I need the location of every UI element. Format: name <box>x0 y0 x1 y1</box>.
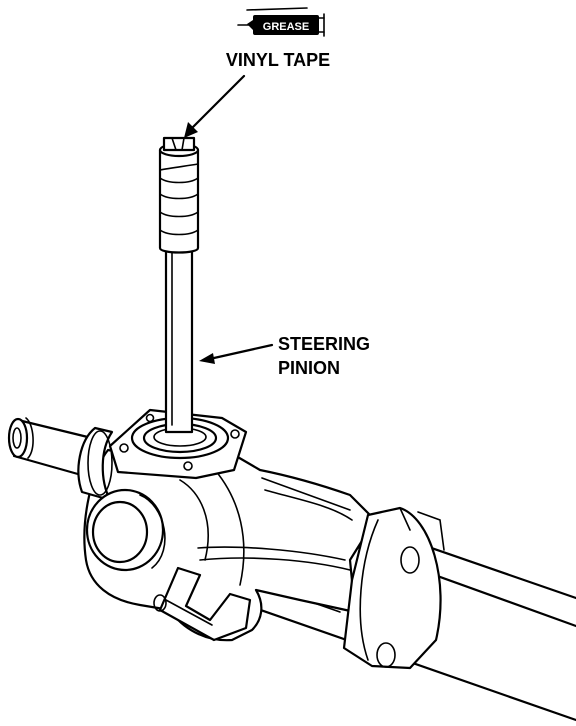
right-clamp <box>342 506 445 670</box>
pinion-flange <box>108 408 248 480</box>
vinyl-tape-wrap <box>158 142 200 254</box>
vinyl-tape-label: VINYL TAPE <box>226 50 330 70</box>
grease-tube-icon <box>237 7 325 37</box>
steering-pinion-label-line2: PINION <box>278 358 340 378</box>
grease-label: GREASE <box>263 21 309 33</box>
gearbox-housing <box>83 448 377 642</box>
side-port-boss <box>85 488 166 572</box>
steering-pinion-label-line1: STEERING <box>278 334 370 354</box>
pinion-tip <box>162 136 196 152</box>
steering-pinion-shaft <box>164 233 194 434</box>
mounting-bracket <box>153 566 252 642</box>
vinyl-tape-leader-arrow <box>184 74 246 138</box>
steering-pinion-leader-arrow <box>199 343 274 364</box>
